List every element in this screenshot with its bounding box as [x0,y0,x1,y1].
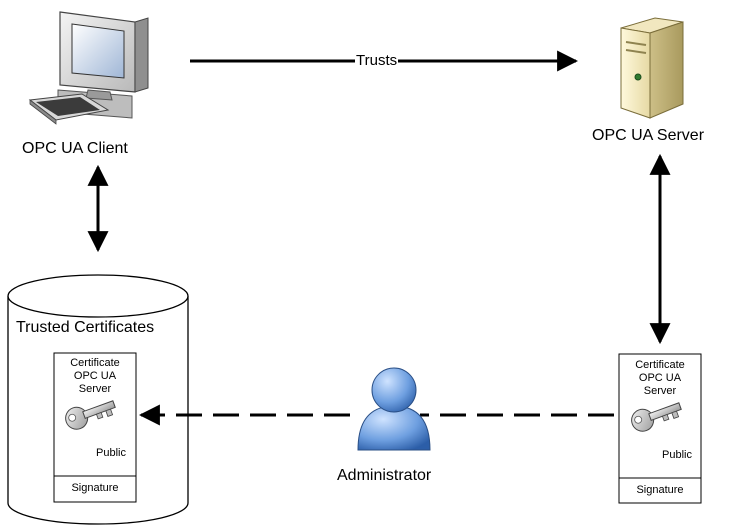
store-cert-title: Certificate OPC UA Server [54,357,136,396]
server-cert-public-label: Public [662,449,692,461]
key-icon [65,400,116,430]
server-cert-line-2: OPC UA [638,372,682,384]
server-cert-line-1: Certificate [635,359,685,371]
server-cert-line-3: Server [643,385,677,397]
client-label: OPC UA Client [22,140,128,157]
server-tower-icon [620,17,684,119]
store-cert-signature: Signature [71,482,119,494]
store-cert-line-1: Certificate [70,357,120,369]
server-label: OPC UA Server [592,127,705,144]
administrator-label: Administrator [337,467,432,484]
user-icon [357,367,431,451]
store-cert-line-3: Server [78,383,112,395]
server-cert-title: Certificate OPC UA Server [619,359,701,398]
server-cert-signature: Signature [636,484,684,496]
server-certificate-card [618,353,702,504]
store-cert-line-2: OPC UA [73,370,117,382]
trusts-label: Trusts [355,52,399,69]
desktop-computer-icon [28,11,149,125]
store-certificate-card [53,352,137,503]
store-title: Trusted Certificates [16,319,155,336]
key-icon [631,402,682,432]
store-cert-public-label: Public [96,447,126,459]
